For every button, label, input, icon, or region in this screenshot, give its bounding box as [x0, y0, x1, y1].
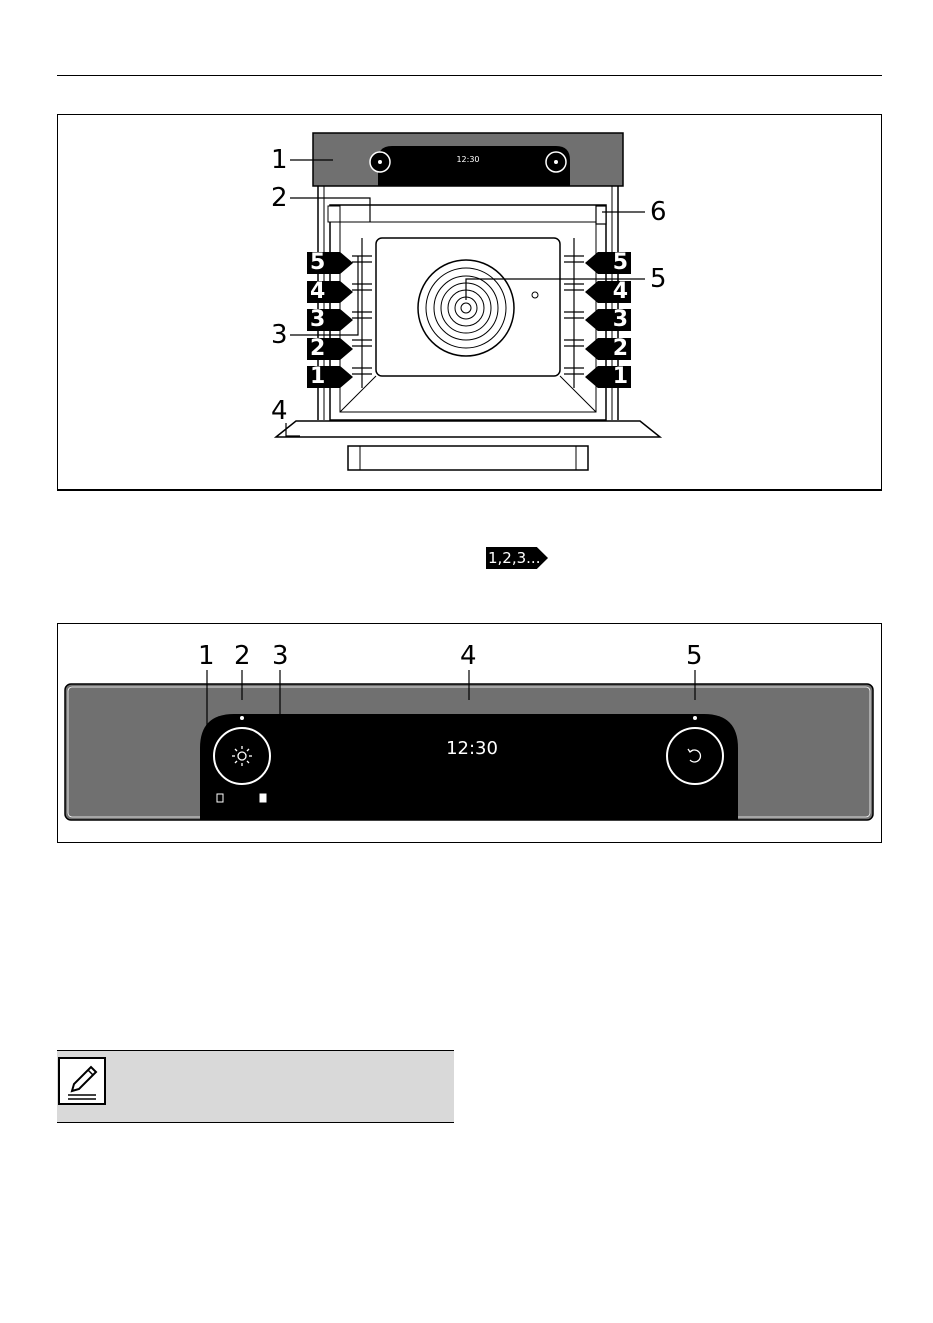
control-panel-display-area: [378, 146, 570, 186]
panel-callout-2: 2: [234, 643, 251, 669]
oven-lamp: [596, 206, 606, 224]
oven-front-drawing: 12:30: [0, 0, 933, 500]
callout-2: 2: [271, 185, 288, 211]
callout-5: 5: [650, 266, 667, 292]
callout-3: 3: [271, 322, 288, 348]
panel-callout-4: 4: [460, 643, 477, 669]
display-black-area: [200, 714, 738, 820]
pencil-note-icon: [58, 1057, 106, 1105]
control-panel-drawing: 12:30: [0, 600, 933, 850]
callout-6: 6: [650, 199, 667, 225]
panel-display-time: 12:30: [456, 155, 479, 164]
shelf-position-badge: 1,2,3...: [486, 547, 548, 569]
water-tank-indicator-icon: [260, 794, 266, 802]
note-box: [57, 1050, 454, 1123]
panel-display-time-large: 12:30: [446, 738, 498, 759]
panel-callout-3: 3: [272, 643, 289, 669]
door-handle: [348, 446, 588, 470]
callout-1: 1: [271, 147, 288, 173]
panel-callout-1: 1: [198, 643, 215, 669]
panel-callout-5: 5: [686, 643, 703, 669]
left-selector-knob: [214, 728, 270, 784]
oven-door: [276, 421, 660, 437]
right-control-knob: [667, 728, 723, 784]
callout-4: 4: [271, 398, 288, 424]
